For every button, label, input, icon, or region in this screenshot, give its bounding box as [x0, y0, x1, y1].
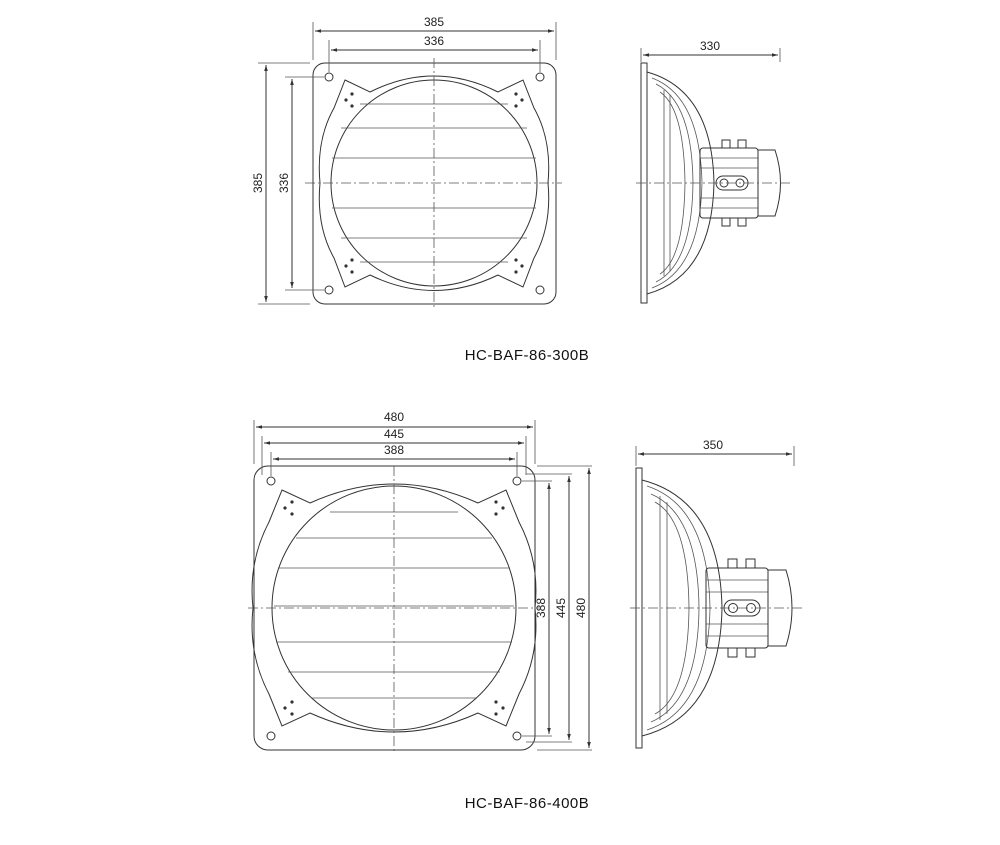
dim-mid-width: 445 [384, 427, 404, 441]
dim-outer-height: 480 [574, 598, 588, 618]
side-view-400b: 350 [630, 438, 805, 749]
side-view-300b: 330 [636, 39, 790, 304]
front-view-400b: 480 445 388 388 445 480 [248, 410, 592, 752]
model-label-300b: HC-BAF-86-300B [465, 347, 590, 364]
motor-end-cap [757, 149, 781, 217]
front-view-300b: 385 336 385 336 [251, 15, 562, 310]
dim-inner-width: 336 [424, 34, 444, 48]
corner-mounting-holes [266, 476, 522, 741]
dim-inner-width: 388 [384, 443, 404, 457]
corner-mounting-holes [324, 72, 545, 295]
mounting-bracket [318, 75, 550, 291]
mounting-bracket [251, 483, 537, 733]
bracket-screw-holes [344, 92, 524, 274]
dim-outer-height: 385 [251, 173, 265, 193]
flange-plate [312, 62, 557, 305]
motor-fins [700, 157, 758, 209]
dim-inner-height: 336 [277, 173, 291, 193]
dim-depth: 330 [700, 39, 720, 53]
motor-fins [706, 579, 768, 637]
bracket-screw-holes [283, 500, 505, 716]
dim-outer-width: 480 [384, 410, 404, 424]
dim-inner-height: 388 [534, 598, 548, 618]
dim-depth: 350 [703, 438, 723, 452]
dim-mid-height: 445 [554, 598, 568, 618]
dim-outer-width: 385 [424, 15, 444, 29]
motor-end-cap [767, 569, 793, 647]
model-label-400b: HC-BAF-86-400B [465, 795, 590, 812]
